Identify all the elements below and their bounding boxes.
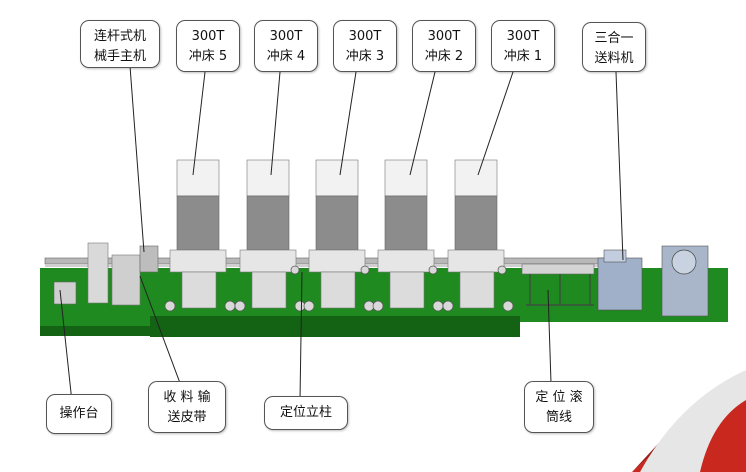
main-machine-illustration [53, 242, 159, 306]
callout-press-4-line1: 300T [269, 29, 303, 44]
callout-press-1-line1: 300T [506, 29, 540, 44]
callout-main-machine-line1: 连杆式机 [93, 29, 146, 44]
callout-press-1-line2: 冲床 1 [503, 49, 543, 64]
callout-roller-line2: 筒线 [545, 410, 572, 425]
callout-press-2: 300T 冲床 2 [412, 20, 476, 72]
callout-press-5-line1: 300T [191, 29, 225, 44]
callout-press-5: 300T 冲床 5 [176, 20, 240, 72]
callout-press-4: 300T 冲床 4 [254, 20, 318, 72]
press-3-illustration [308, 159, 366, 309]
page-curl-decoration [632, 370, 746, 472]
callout-console-line1: 操作台 [59, 406, 99, 421]
green-base-front [150, 316, 520, 337]
callout-press-2-line1: 300T [427, 29, 461, 44]
callout-main-machine-line2: 械手主机 [93, 49, 146, 64]
callout-main-machine: 连杆式机 械手主机 [80, 20, 160, 68]
callout-feeder: 三合一 送料机 [582, 22, 646, 72]
callout-conveyor-line1: 收 料 输 [163, 390, 211, 405]
callout-press-3-line2: 冲床 3 [345, 49, 385, 64]
callout-conveyor-line2: 送皮带 [167, 410, 207, 425]
press-1-illustration [447, 159, 505, 309]
callout-conveyor: 收 料 输 送皮带 [148, 381, 226, 433]
positioning-columns [164, 265, 514, 312]
feeder-illustration [597, 245, 709, 317]
callout-press-1: 300T 冲床 1 [491, 20, 555, 72]
callout-feeder-line1: 三合一 [594, 31, 634, 46]
callout-feeder-line2: 送料机 [594, 51, 634, 66]
callout-roller: 定 位 滚 筒线 [524, 381, 594, 433]
press-5-illustration [169, 159, 227, 309]
press-2-illustration [377, 159, 435, 309]
callout-press-3: 300T 冲床 3 [333, 20, 397, 72]
callout-pointers [59, 65, 624, 403]
press-4-illustration [239, 159, 297, 309]
callout-roller-line1: 定 位 滚 [535, 390, 583, 405]
callout-column: 定位立柱 [264, 396, 348, 430]
callout-press-4-line2: 冲床 4 [266, 49, 306, 64]
callout-press-5-line2: 冲床 5 [188, 49, 228, 64]
callout-press-3-line1: 300T [348, 29, 382, 44]
roller-line-illustration [521, 263, 595, 306]
callout-column-line1: 定位立柱 [279, 405, 332, 420]
callout-console: 操作台 [46, 394, 112, 434]
callout-press-2-line2: 冲床 2 [424, 49, 464, 64]
